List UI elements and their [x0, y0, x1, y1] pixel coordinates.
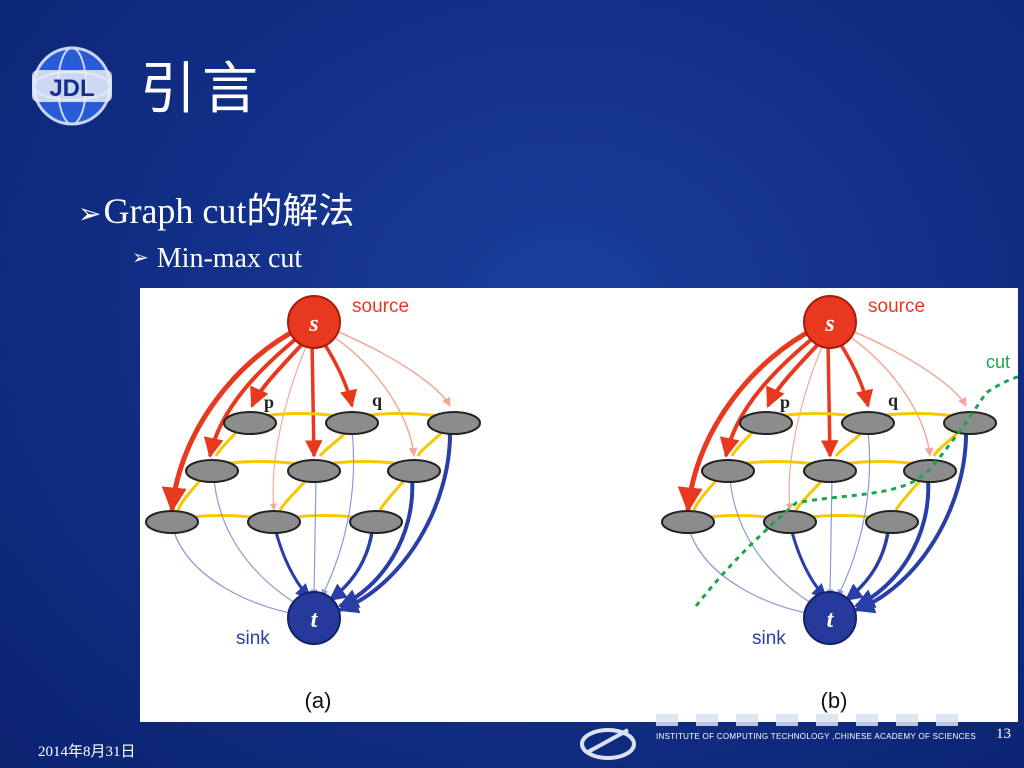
- q-label: q: [372, 390, 382, 410]
- bullet-level-1: ➢Graph cut的解法: [78, 182, 354, 234]
- institute-emblem: [580, 728, 636, 760]
- source-node-label: s: [824, 311, 834, 337]
- cut-label: cut: [986, 352, 1010, 372]
- slide-date: 2014年8月31日: [38, 744, 136, 760]
- slide-title: 引言: [140, 59, 264, 121]
- panel-b: s t source sink p q cut (b): [662, 296, 1018, 713]
- logo-text: JDL: [49, 75, 94, 102]
- caption-a: (a): [305, 688, 332, 713]
- sink-label: sink: [752, 628, 786, 649]
- cut-line: [694, 375, 1018, 607]
- jdl-logo: JDL: [32, 46, 112, 126]
- p-label: p: [780, 392, 790, 412]
- graph-cut-figure: s t source sink p q (a) s t source sink …: [140, 288, 1018, 722]
- sink-label: sink: [236, 628, 270, 649]
- source-label: source: [868, 296, 925, 317]
- source-label: source: [352, 296, 409, 317]
- bullet-1-text: Graph cut的解法: [103, 191, 355, 231]
- q-label: q: [888, 390, 898, 410]
- institute-chinese-name-graphic: [656, 714, 958, 726]
- sink-node-label: t: [827, 607, 835, 633]
- sink-node-label: t: [311, 607, 319, 633]
- bullet-2-text: Min-max cut: [156, 243, 303, 274]
- panel-a: s t source sink p q (a): [146, 296, 480, 713]
- page-number: 13: [996, 726, 1011, 742]
- bullet-level-2: ➢ Min-max cut: [132, 243, 302, 275]
- bullet-arrow-icon: ➢: [78, 197, 102, 230]
- caption-b: (b): [821, 688, 848, 713]
- bullet-arrow-icon: ➢: [132, 245, 149, 269]
- p-label: p: [264, 392, 274, 412]
- source-node-label: s: [308, 311, 318, 337]
- institute-name: INSTITUTE OF COMPUTING TECHNOLOGY ,CHINE…: [656, 732, 976, 741]
